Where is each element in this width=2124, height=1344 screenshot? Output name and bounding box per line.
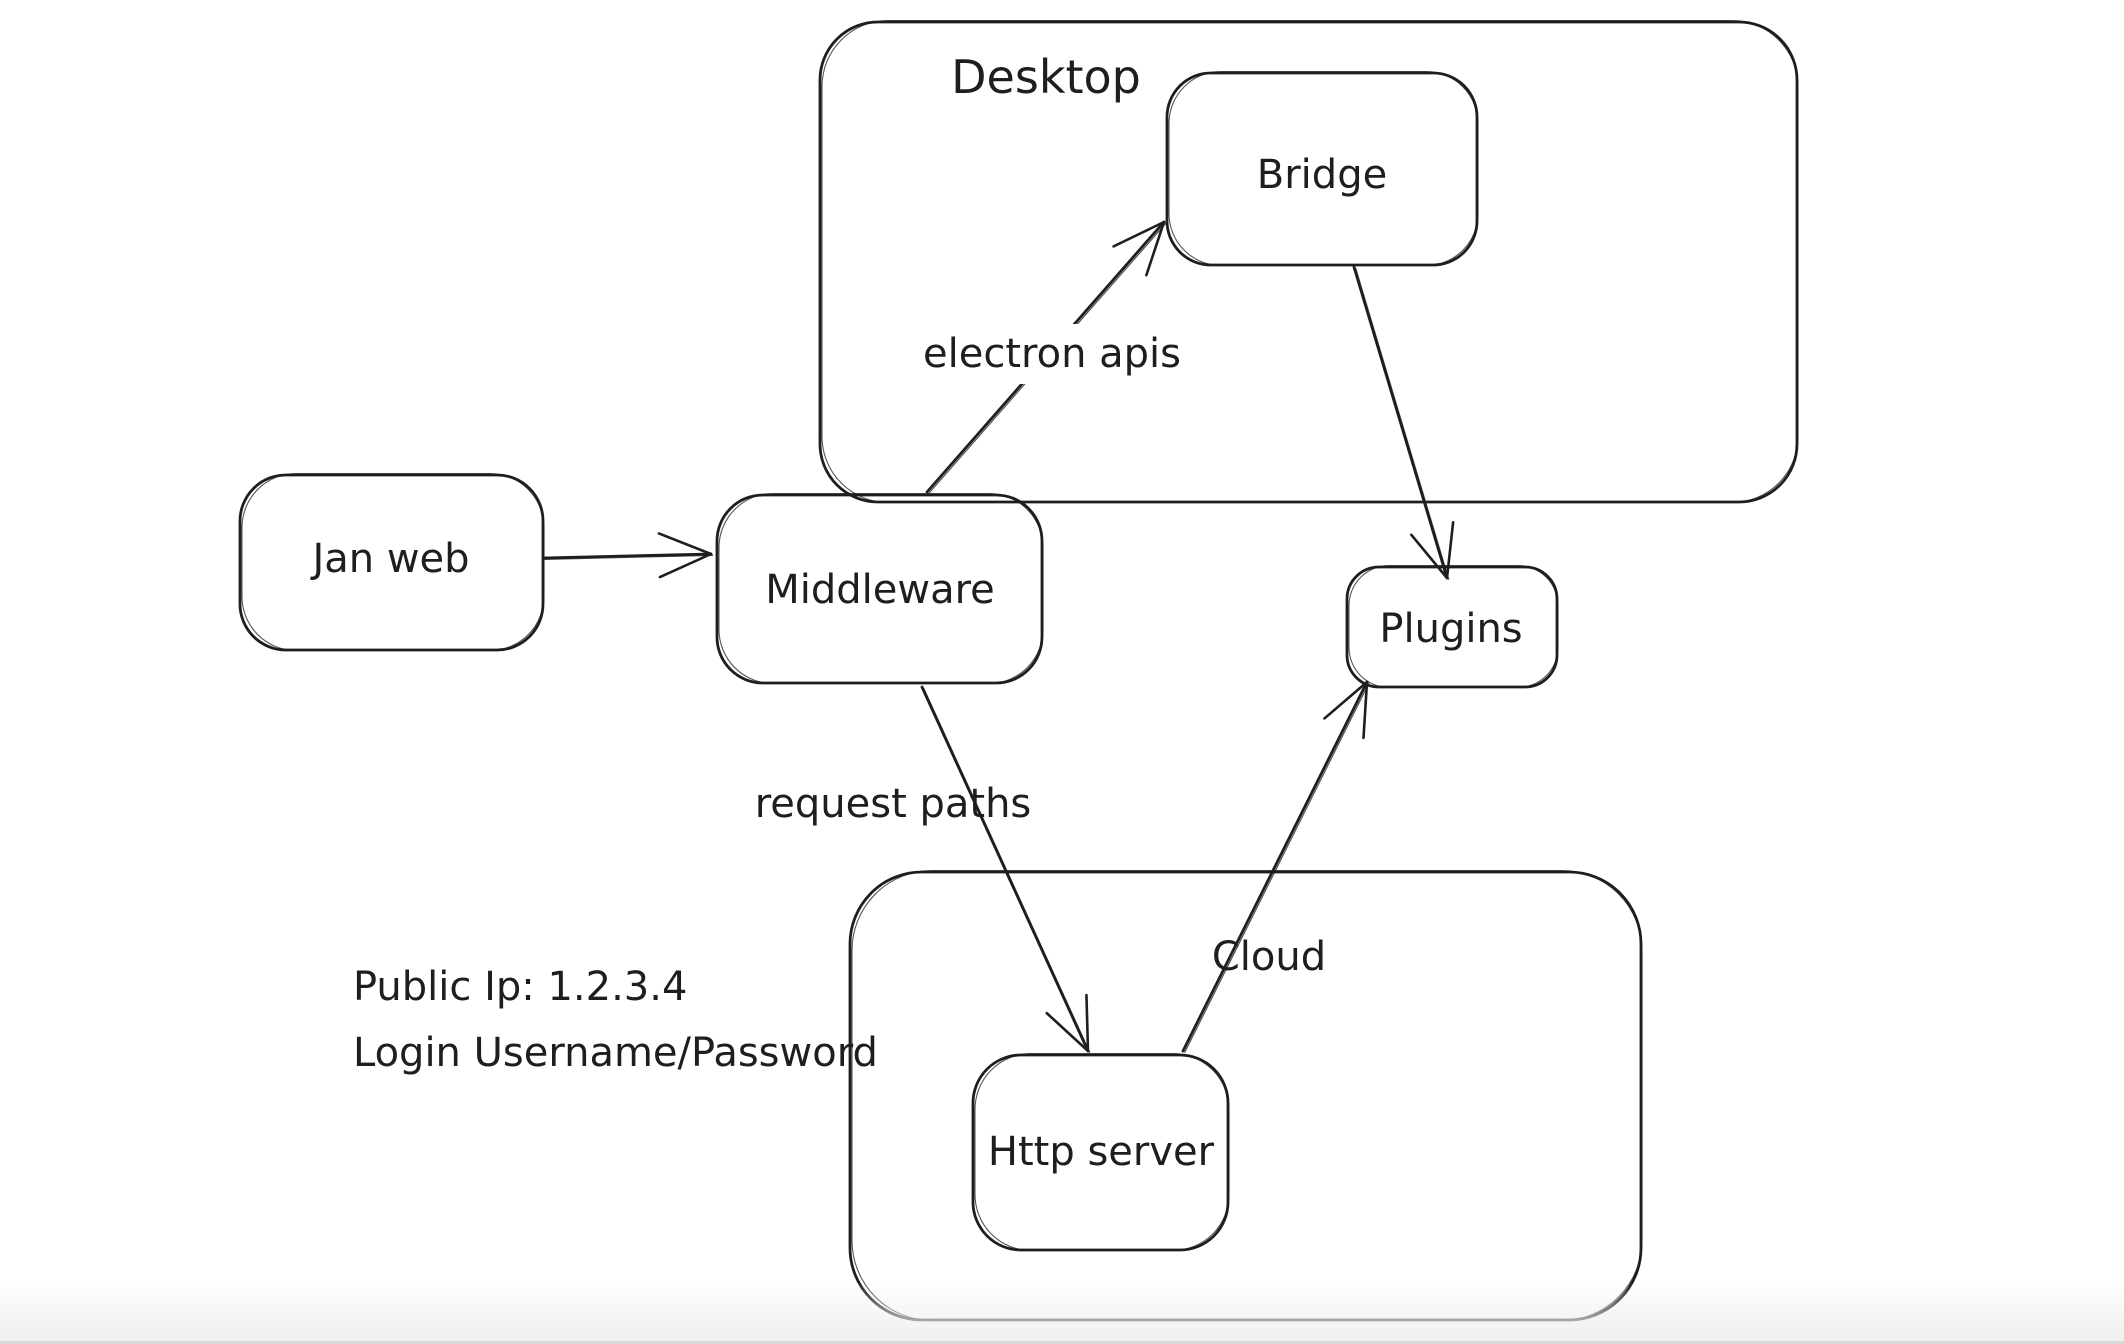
middleware-to-bridge-label-bg	[918, 324, 1188, 384]
bridge-to-plugins-arrowhead	[1445, 521, 1455, 580]
bridge-to-plugins-line[interactable]	[1352, 265, 1449, 580]
http-server-to-plugins-arrowhead	[1362, 680, 1369, 740]
jan-web-label: Jan web	[309, 536, 469, 582]
bridge-to-plugins-line-sketch	[1355, 267, 1450, 580]
jan-web-to-middleware-line[interactable]	[541, 552, 713, 560]
bridge-label: Bridge	[1257, 152, 1387, 198]
middleware-label: Middleware	[765, 567, 995, 613]
http-server-to-plugins-line-sketch	[1184, 682, 1370, 1053]
login-credentials-text: Login Username/Password	[353, 1030, 878, 1076]
middleware-to-http-server-label: request paths	[755, 781, 1032, 827]
plugins-box-sketch	[1348, 564, 1559, 689]
http-server-to-plugins-line[interactable]	[1181, 680, 1369, 1053]
middleware-to-http-server-line-sketch	[923, 687, 1091, 1053]
jan-web-box-sketch	[241, 472, 545, 652]
plugins-label: Plugins	[1379, 606, 1522, 652]
middleware-box-sketch	[718, 492, 1044, 685]
middleware-to-http-server-arrowhead	[1045, 1011, 1090, 1053]
jan-web-to-middleware-arrowhead	[657, 532, 713, 556]
bridge-to-plugins-arrowhead	[1410, 533, 1449, 580]
jan-web-to-middleware-line-sketch	[544, 554, 714, 560]
http-server-label: Http server	[988, 1129, 1215, 1175]
desktop-label: Desktop	[951, 50, 1141, 104]
http-server-box-sketch	[974, 1052, 1230, 1252]
http-server-to-plugins-arrowhead	[1323, 680, 1369, 720]
desktop-box-sketch	[821, 19, 1799, 504]
public-ip-text: Public Ip: 1.2.3.4	[353, 964, 687, 1010]
middleware-to-bridge-label: electron apis	[923, 331, 1181, 377]
window-bottom-edge	[0, 1282, 2124, 1344]
middleware-to-bridge-arrowhead	[1112, 220, 1166, 248]
middleware-to-bridge-arrowhead	[1145, 220, 1166, 277]
jan-web-to-middleware-arrowhead	[658, 552, 713, 579]
middleware-to-http-server-line[interactable]	[920, 685, 1090, 1053]
bridge-box-sketch	[1168, 70, 1479, 267]
middleware-to-http-server-arrowhead	[1085, 993, 1090, 1053]
